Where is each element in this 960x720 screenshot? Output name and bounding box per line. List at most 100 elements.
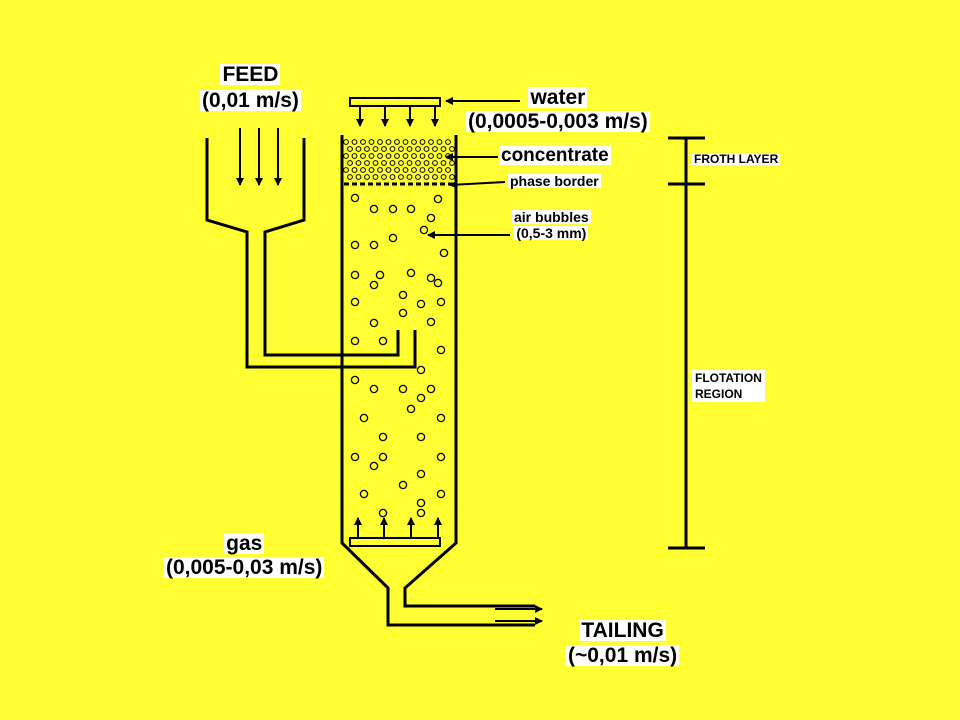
tailing-title: TAILING: [579, 619, 666, 642]
froth-bubble: [381, 174, 387, 180]
froth-bubble: [440, 160, 447, 166]
air-bubble: [426, 273, 436, 283]
froth-bubble: [381, 160, 387, 166]
froth-bubble: [428, 139, 434, 145]
froth-bubble: [385, 139, 392, 145]
air-bubble: [378, 432, 388, 442]
froth-bubble: [415, 146, 421, 152]
air-bubble: [350, 270, 360, 280]
froth-bubble: [428, 153, 434, 159]
froth-bubble: [411, 167, 417, 173]
air-bubble: [398, 290, 408, 300]
froth-bubble: [449, 146, 455, 152]
froth-bubble: [415, 174, 421, 180]
flotation-region-line2: REGION: [695, 387, 743, 402]
air-bubble: [426, 213, 436, 223]
froth-bubble: [347, 174, 353, 180]
froth-bubble: [351, 167, 358, 173]
air-bubble: [369, 280, 379, 290]
air-bubble: [398, 308, 408, 318]
air-bubble: [388, 204, 398, 214]
air-bubble: [359, 489, 369, 499]
froth-bubble: [394, 139, 400, 145]
air-bubble: [416, 498, 426, 508]
gas-label: gas (0,005-0,03 m/s): [164, 533, 325, 579]
froth-bubble: [372, 146, 379, 152]
air-bubble: [369, 240, 379, 250]
air-bubble: [398, 384, 408, 394]
froth-bubble: [385, 153, 392, 159]
air-bubble: [350, 240, 360, 250]
air-bubble: [406, 404, 416, 414]
froth-bubble: [364, 160, 370, 166]
froth-bubble: [355, 146, 362, 152]
air-bubbles-label: air bubbles (0,5-3 mm): [512, 210, 591, 240]
froth-bubble: [381, 146, 387, 152]
froth-layer-label: FROTH LAYER: [692, 152, 781, 166]
air-bubble: [436, 345, 446, 355]
tailing-rate: (~0,01 m/s): [566, 644, 680, 667]
column-left-wall: [340, 135, 535, 627]
froth-bubble: [343, 139, 349, 145]
air-bubble: [406, 268, 416, 278]
froth-bubble: [436, 153, 443, 159]
froth-bubble: [411, 139, 417, 145]
feed-pipe-inner: [263, 138, 400, 357]
froth-bubble: [398, 146, 404, 152]
water-label: water (0,0005-0,003 m/s): [466, 87, 650, 132]
air-bubbles-size: (0,5-3 mm): [514, 225, 589, 241]
air-bubble: [359, 413, 369, 423]
froth-bubble: [423, 160, 430, 166]
froth-bubble: [347, 160, 353, 166]
froth-bubble: [432, 174, 438, 180]
air-bubble: [350, 452, 360, 462]
froth-bubble: [449, 174, 455, 180]
froth-bubble: [377, 139, 383, 145]
froth-bubble: [445, 153, 451, 159]
gas-sparger: [349, 537, 441, 547]
froth-bubble: [385, 167, 392, 173]
air-bubble: [369, 461, 379, 471]
air-bubble: [398, 480, 408, 490]
concentrate-label: concentrate: [499, 145, 611, 166]
air-bubble: [350, 375, 360, 385]
froth-bubble: [449, 160, 455, 166]
air-bubble: [406, 204, 416, 214]
froth-bubble: [406, 146, 413, 152]
air-bubble: [388, 233, 398, 243]
water-rate: (0,0005-0,003 m/s): [466, 110, 650, 133]
air-bubble: [375, 270, 385, 280]
air-bubble: [426, 317, 436, 327]
water-title: water: [528, 86, 588, 109]
froth-bubble: [445, 167, 451, 173]
froth-bubble: [423, 146, 430, 152]
froth-bubbles: [343, 139, 455, 180]
air-bubbles: [350, 193, 449, 518]
air-bubble: [369, 318, 379, 328]
air-bubble: [436, 413, 446, 423]
froth-bubble: [372, 160, 379, 166]
froth-bubble: [343, 167, 349, 173]
froth-bubble: [419, 153, 426, 159]
feed-rate: (0,01 m/s): [200, 89, 301, 112]
froth-bubble: [343, 153, 349, 159]
gas-rate: (0,005-0,03 m/s): [164, 556, 325, 579]
froth-bubble: [372, 174, 379, 180]
froth-bubble: [419, 167, 426, 173]
air-bubble: [416, 469, 426, 479]
froth-bubble: [364, 146, 370, 152]
air-bubble: [419, 225, 429, 235]
air-bubble: [369, 204, 379, 214]
froth-bubble: [394, 167, 400, 173]
froth-bubble: [398, 174, 404, 180]
froth-bubble: [360, 153, 366, 159]
flotation-region-line1: FLOTATION: [695, 371, 762, 385]
air-bubble: [426, 384, 436, 394]
froth-bubble: [402, 153, 409, 159]
air-bubble: [350, 336, 360, 346]
feed-label: FEED (0,01 m/s): [200, 64, 301, 111]
froth-bubble: [351, 139, 358, 145]
froth-bubble: [432, 146, 438, 152]
air-bubble: [350, 297, 360, 307]
